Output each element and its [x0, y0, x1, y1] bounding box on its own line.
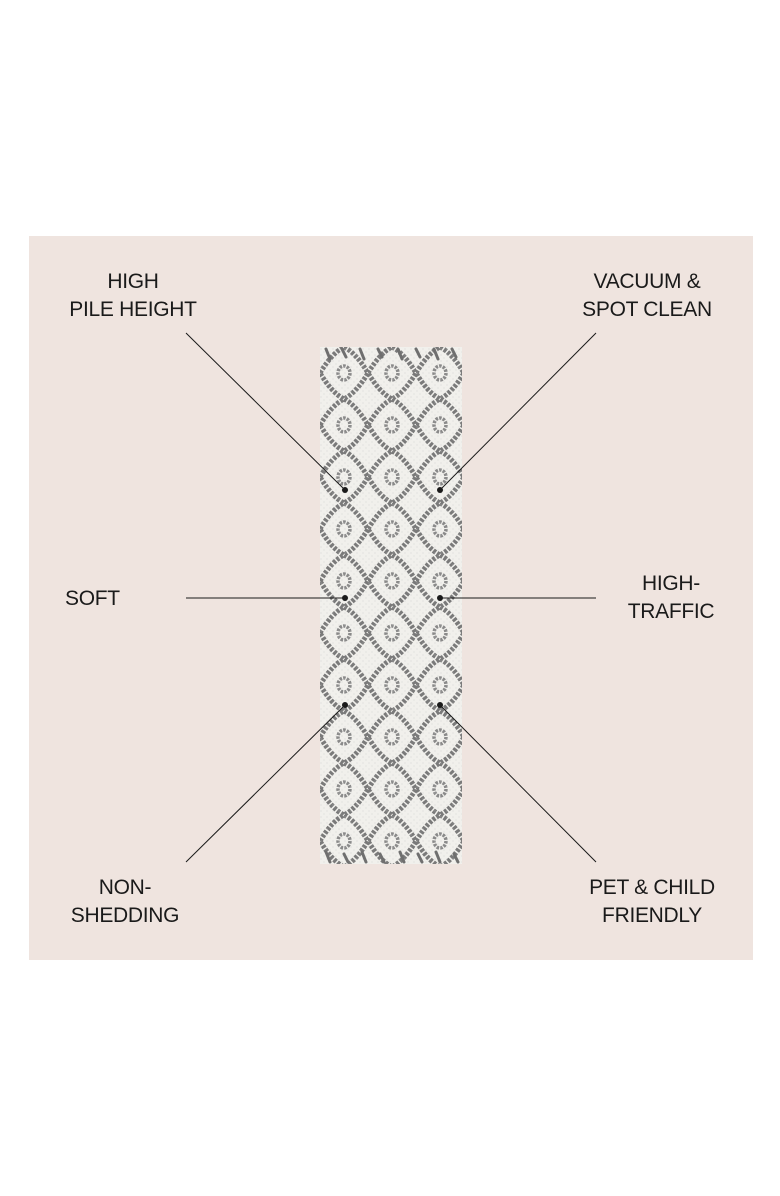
label-line: HIGH- — [642, 572, 700, 595]
callout-dot — [437, 595, 443, 601]
label-line: SHEDDING — [70, 904, 180, 927]
label-vacuum-spot-clean: VACUUM & SPOT CLEAN — [570, 268, 724, 324]
label-line: VACUUM & — [593, 270, 701, 293]
callout-dot — [342, 487, 348, 493]
callout-dot — [437, 487, 443, 493]
label-soft: SOFT — [65, 585, 120, 613]
label-high-pile-height: HIGH PILE HEIGHT — [60, 268, 206, 324]
callout-dot — [342, 702, 348, 708]
label-line: NON- — [98, 876, 152, 899]
label-line: SOFT — [65, 587, 120, 610]
label-line: SPOT CLEAN — [582, 298, 712, 321]
label-line: HIGH — [107, 270, 159, 293]
label-high-traffic: HIGH- TRAFFIC — [616, 570, 726, 626]
callout-dot — [437, 702, 443, 708]
rug-image — [320, 347, 462, 864]
label-pet-child-friendly: PET & CHILD FRIENDLY — [578, 874, 726, 930]
label-line: TRAFFIC — [627, 600, 715, 623]
label-line: PET & CHILD — [589, 876, 715, 899]
callout-dot — [342, 595, 348, 601]
label-line: FRIENDLY — [602, 904, 702, 927]
label-non-shedding: NON- SHEDDING — [60, 874, 190, 930]
label-line: PILE HEIGHT — [69, 298, 197, 321]
